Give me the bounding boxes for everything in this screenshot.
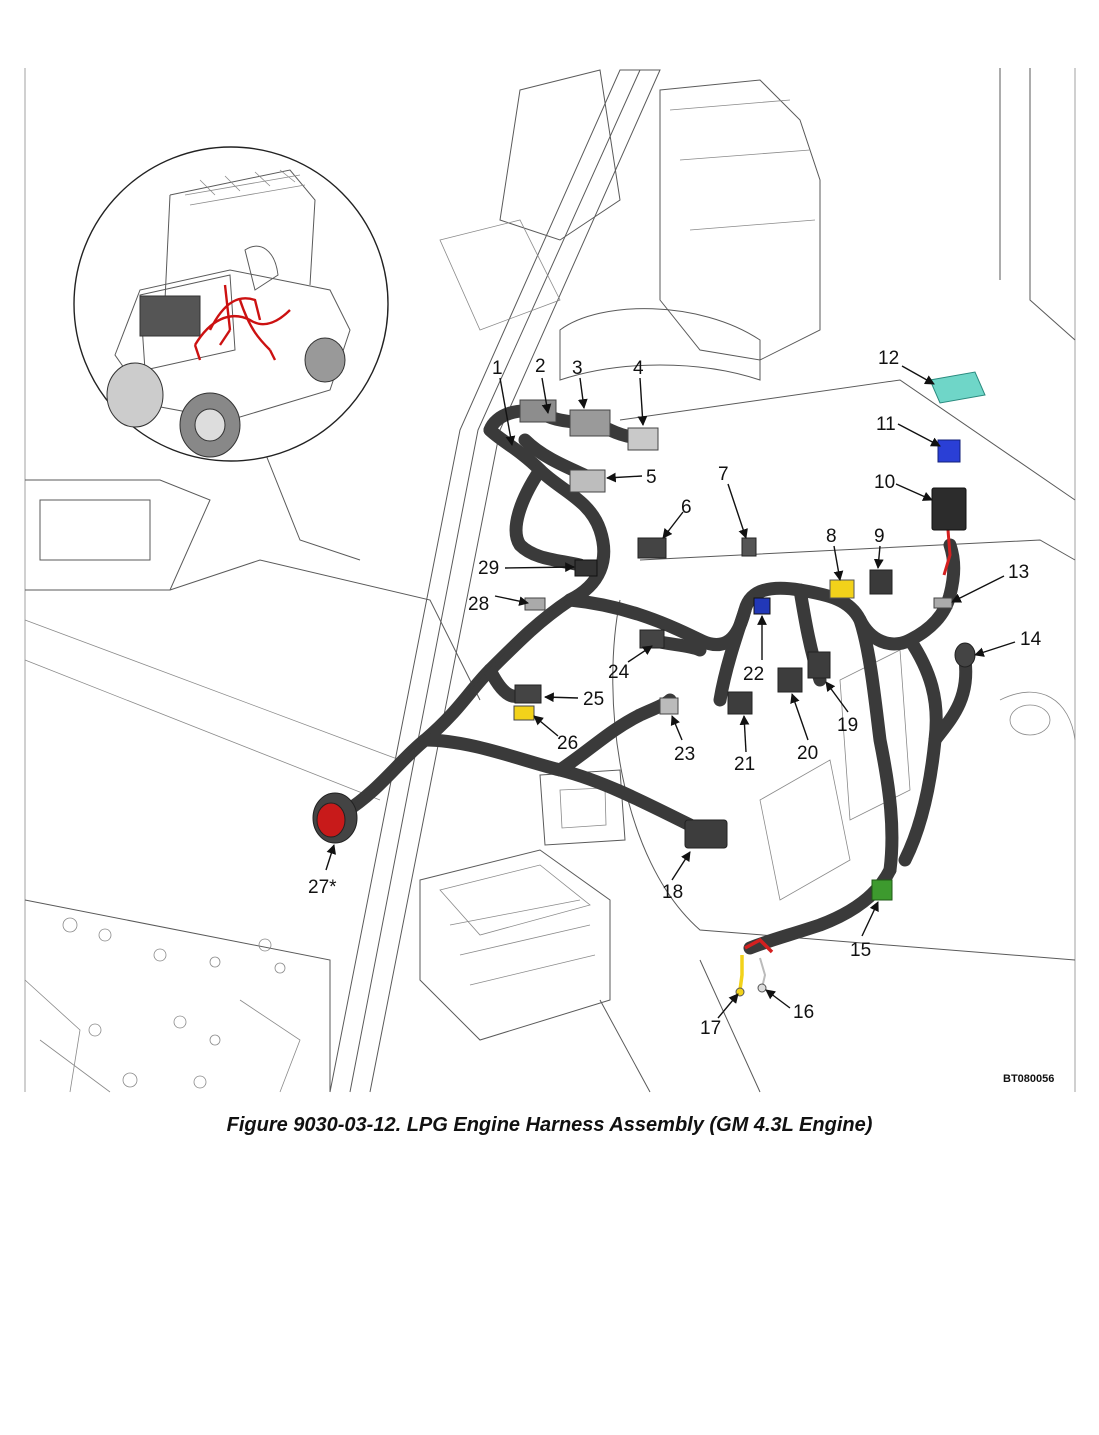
connector-25 xyxy=(514,684,542,704)
connector-6 xyxy=(637,537,667,559)
callout-4: 4 xyxy=(633,358,644,379)
inset-harness xyxy=(193,284,291,361)
wiring-harness xyxy=(338,404,973,991)
callout-29: 29 xyxy=(478,558,499,579)
connector-20 xyxy=(777,667,803,693)
connector-8-yellow xyxy=(829,579,855,599)
connector-7 xyxy=(741,537,757,557)
clip-28 xyxy=(524,597,546,611)
connector-15-green xyxy=(871,879,893,901)
connector-24 xyxy=(639,629,665,649)
callout-20: 20 xyxy=(797,743,818,764)
clip-13 xyxy=(933,597,953,609)
callout-14: 14 xyxy=(1020,629,1042,650)
callout-1: 1 xyxy=(492,358,503,379)
callout-2: 2 xyxy=(535,356,546,377)
callout-9: 9 xyxy=(874,526,885,547)
callout-3: 3 xyxy=(572,358,583,379)
callout-10: 10 xyxy=(874,472,895,493)
callout-28: 28 xyxy=(468,594,489,615)
callout-13: 13 xyxy=(1008,562,1029,583)
blue-fuse-11 xyxy=(937,439,961,463)
callout-19: 19 xyxy=(837,715,858,736)
connector-5 xyxy=(569,469,606,493)
fuse-holder-10 xyxy=(931,487,967,531)
callout-labels: 1 2 3 4 5 6 7 8 9 10 11 12 13 14 15 16 1… xyxy=(308,348,1042,1039)
callout-25: 25 xyxy=(583,689,604,710)
callout-15: 15 xyxy=(850,940,871,961)
connector-14 xyxy=(954,642,976,668)
image-code: BT080056 xyxy=(1003,1073,1054,1085)
round-connector-27 xyxy=(312,792,358,844)
callout-11: 11 xyxy=(876,414,896,435)
terminal-16 xyxy=(757,983,767,993)
relay-12 xyxy=(929,371,986,404)
inset-overview xyxy=(73,146,389,462)
callout-22: 22 xyxy=(743,664,764,685)
callout-24: 24 xyxy=(608,662,630,683)
callout-16: 16 xyxy=(793,1002,814,1023)
connector-3 xyxy=(569,409,611,437)
callout-6: 6 xyxy=(681,497,692,518)
callout-23: 23 xyxy=(674,744,695,765)
callout-18: 18 xyxy=(662,882,683,903)
callout-7: 7 xyxy=(718,464,729,485)
connectors xyxy=(312,371,986,997)
callout-12: 12 xyxy=(878,348,899,369)
clip-29 xyxy=(574,559,598,577)
connector-26-yellow xyxy=(513,705,535,721)
callout-5: 5 xyxy=(646,467,657,488)
connector-9 xyxy=(869,569,893,595)
callout-27: 27* xyxy=(308,877,337,898)
connector-22-blue xyxy=(753,597,771,615)
callout-17: 17 xyxy=(700,1018,721,1039)
connector-2 xyxy=(519,399,557,423)
leader-lines xyxy=(325,365,1016,1019)
connector-23 xyxy=(659,697,679,715)
callout-26: 26 xyxy=(557,733,578,754)
connector-21 xyxy=(727,691,753,715)
connector-4 xyxy=(627,427,659,451)
connector-19 xyxy=(807,651,831,679)
connector-18 xyxy=(684,819,728,849)
callout-8: 8 xyxy=(826,526,837,547)
truck-line-art xyxy=(24,68,1076,1093)
callout-21: 21 xyxy=(734,754,755,775)
figure-caption: Figure 9030-03-12. LPG Engine Harness As… xyxy=(226,1114,873,1136)
